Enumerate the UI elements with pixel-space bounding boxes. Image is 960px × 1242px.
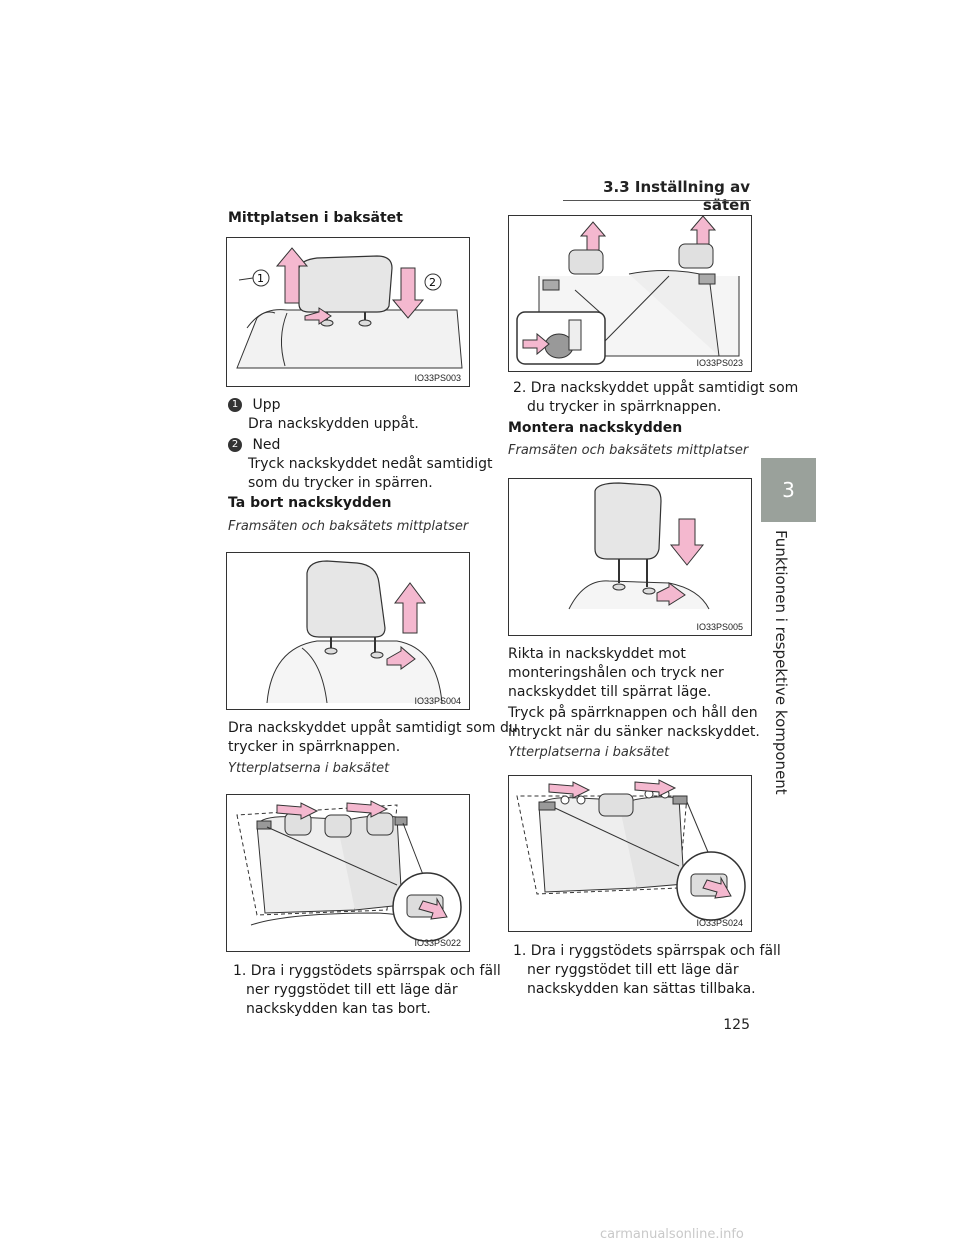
paragraph: Rikta in nackskyddet mot <box>508 646 686 662</box>
outer-headrest-remove-illustration <box>516 216 740 365</box>
subheading: Ytterplatserna i baksätet <box>508 745 670 760</box>
figure-io33ps004: IO33PS004 <box>226 552 470 710</box>
figure-code: IO33PS023 <box>696 358 743 368</box>
number-badge: 1 <box>228 398 242 412</box>
svg-text:1: 1 <box>257 272 264 285</box>
step-text: nackskydden kan tas bort. <box>246 1001 431 1017</box>
step-text: 2. Dra nackskyddet uppåt samtidigt som <box>513 380 799 396</box>
paragraph: trycker in spärrknappen. <box>228 739 401 755</box>
chapter-number: 3 <box>782 478 795 502</box>
header-divider <box>563 200 751 201</box>
paragraph: Dra nackskyddet uppåt samtidigt som du <box>228 720 518 736</box>
rear-seat-lever-illustration <box>236 800 462 942</box>
heading-center-seat: Mittplatsen i baksätet <box>228 210 403 226</box>
figure-code: IO33PS004 <box>414 696 461 706</box>
figure-code: IO33PS005 <box>696 622 743 632</box>
figure-io33ps003: 1 2 IO33PS003 <box>226 237 470 387</box>
item-description: Dra nackskydden uppåt. <box>248 416 419 432</box>
figure-io33ps005: IO33PS005 <box>508 478 752 636</box>
number-badge: 2 <box>228 438 242 452</box>
step-text: du trycker in spärrknappen. <box>527 399 722 415</box>
paragraph: nackskyddet till spärrat läge. <box>508 684 712 700</box>
paragraph: intryckt när du sänker nackskyddet. <box>508 724 760 740</box>
rear-seat-return-illustration <box>516 779 746 921</box>
list-item-up: 1 Upp <box>228 396 280 415</box>
page-number: 125 <box>723 1017 750 1033</box>
headrest-remove-illustration <box>266 560 443 704</box>
section-title: 3.3 Inställning av säten <box>603 178 750 214</box>
chapter-tab <box>761 458 816 522</box>
headrest-mount-illustration <box>568 482 710 610</box>
footer-watermark: carmanualsonline.info <box>600 1227 744 1242</box>
list-item-down: 2 Ned <box>228 436 280 455</box>
step-text: 1. Dra i ryggstödets spärrspak och fäll <box>233 963 501 979</box>
step-text: ner ryggstödet till ett läge där <box>246 982 458 998</box>
svg-text:2: 2 <box>429 276 436 289</box>
step-text: 1. Dra i ryggstödets spärrspak och fäll <box>513 943 781 959</box>
item-description: som du trycker in spärren. <box>248 475 433 491</box>
step-text: nackskydden kan sättas tillbaka. <box>527 981 756 997</box>
chapter-title: Funktionen i respektive komponent <box>772 530 790 795</box>
heading-remove: Ta bort nackskydden <box>228 495 392 511</box>
subheading: Ytterplatserna i baksätet <box>228 761 390 776</box>
subheading: Framsäten och baksätets mittplatser <box>508 443 749 458</box>
figure-io33ps023: IO33PS023 <box>508 215 752 372</box>
step-text: ner ryggstödet till ett läge där <box>527 962 739 978</box>
figure-code: IO33PS024 <box>696 918 743 928</box>
figure-io33ps024: IO33PS024 <box>508 775 752 932</box>
subheading: Framsäten och baksätets mittplatser <box>228 519 469 534</box>
paragraph: Tryck på spärrknappen och håll den <box>508 705 758 721</box>
headrest-up-down-illustration: 1 2 <box>236 247 463 369</box>
item-description: Tryck nackskyddet nedåt samtidigt <box>248 456 493 472</box>
heading-mount: Montera nackskydden <box>508 420 683 436</box>
figure-code: IO33PS022 <box>414 938 461 948</box>
figure-io33ps022: IO33PS022 <box>226 794 470 952</box>
item-title: Upp <box>252 397 281 413</box>
figure-code: IO33PS003 <box>414 373 461 383</box>
item-title: Ned <box>252 437 281 453</box>
paragraph: monteringshålen och tryck ner <box>508 665 724 681</box>
